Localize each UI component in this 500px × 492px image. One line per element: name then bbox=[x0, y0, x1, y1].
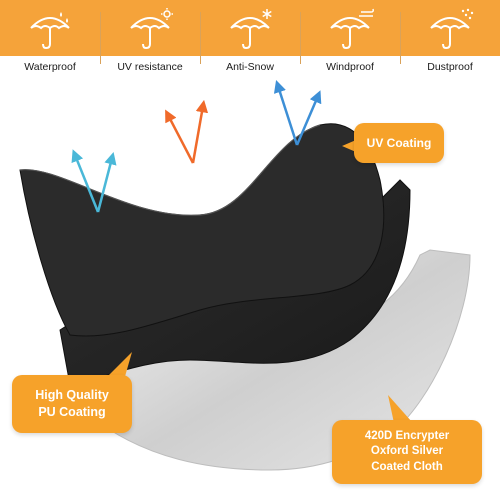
umbrella-wind-icon bbox=[325, 6, 375, 52]
feature-divider bbox=[100, 12, 101, 64]
arrow-blue-left bbox=[273, 80, 299, 146]
feature-label: UV resistance bbox=[117, 61, 183, 73]
callout-pointer-uv bbox=[342, 140, 356, 152]
feature-divider bbox=[200, 12, 201, 64]
callout-pointer-oxford bbox=[388, 395, 412, 423]
umbrella-snow-icon bbox=[225, 6, 275, 52]
feature-uv-resistance: UV resistance bbox=[100, 0, 200, 78]
feature-windproof: Windproof bbox=[300, 0, 400, 78]
feature-label: Dustproof bbox=[427, 61, 473, 73]
arrow-cyan-left bbox=[71, 149, 100, 213]
callout-oxford-cloth: 420D Encrypter Oxford Silver Coated Clot… bbox=[332, 420, 482, 484]
feature-waterproof: Waterproof bbox=[0, 0, 100, 78]
feature-label: Anti-Snow bbox=[226, 61, 274, 73]
arrow-blue-right bbox=[295, 90, 322, 146]
umbrella-dust-icon bbox=[425, 6, 475, 52]
feature-dustproof: Dustproof bbox=[400, 0, 500, 78]
feature-anti-snow: Anti-Snow bbox=[200, 0, 300, 78]
arrow-cyan-right bbox=[96, 151, 117, 213]
umbrella-rain-icon bbox=[25, 6, 75, 52]
callout-uv-coating: UV Coating bbox=[354, 123, 444, 163]
umbrella-sun-icon bbox=[125, 6, 175, 52]
arrow-orange-left bbox=[165, 109, 195, 164]
feature-label: Waterproof bbox=[24, 61, 76, 73]
feature-divider bbox=[400, 12, 401, 64]
feature-label: Windproof bbox=[326, 61, 374, 73]
arrow-orange-right bbox=[191, 99, 209, 164]
callout-pu-coating: High Quality PU Coating bbox=[12, 375, 132, 433]
feature-bar: Waterproof UV resistance Anti-Snow bbox=[0, 0, 500, 78]
callout-pointer-pu bbox=[108, 352, 132, 380]
feature-divider bbox=[300, 12, 301, 64]
